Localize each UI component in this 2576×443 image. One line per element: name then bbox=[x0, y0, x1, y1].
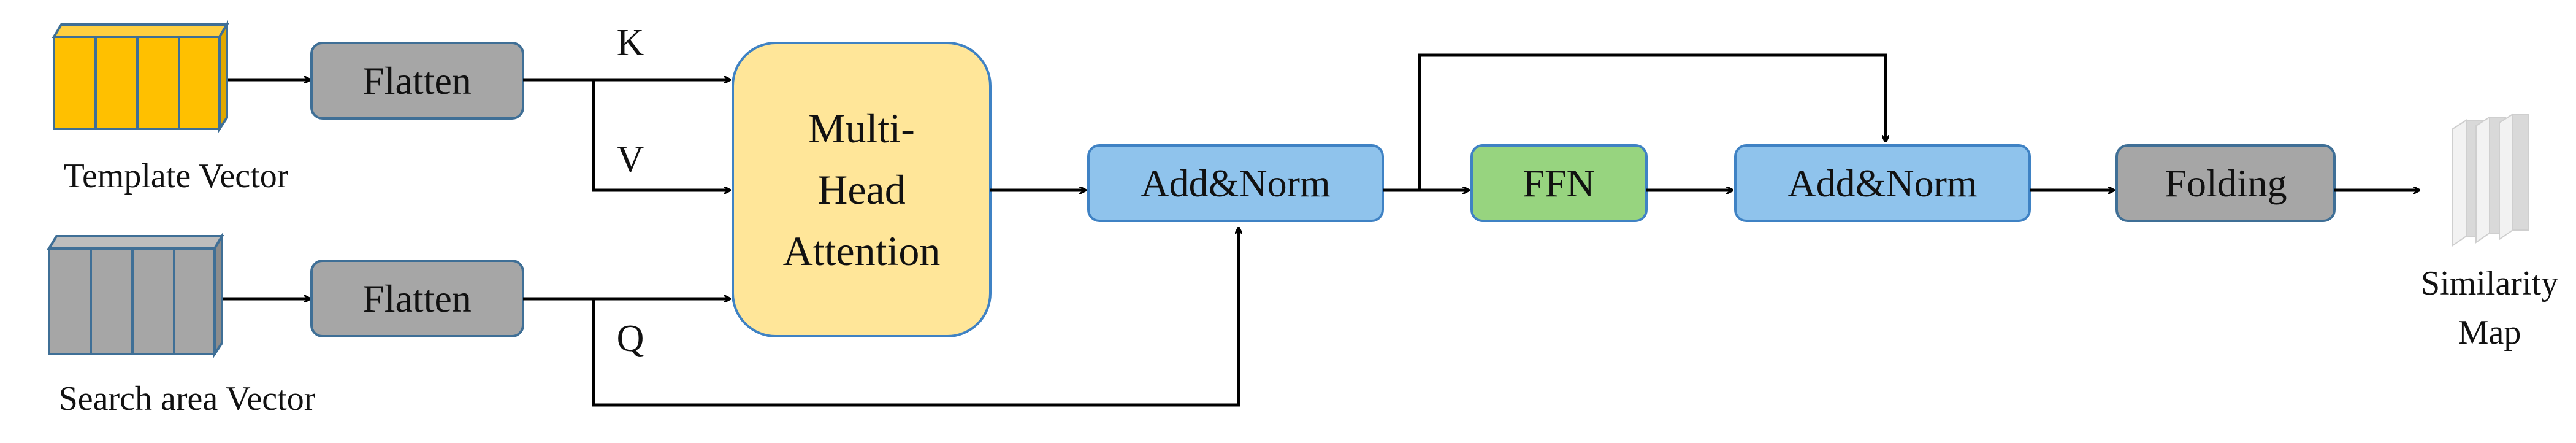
flatten-top-block: Flatten bbox=[310, 42, 524, 120]
addnorm-1-block: Add&Norm bbox=[1087, 144, 1384, 222]
similarity-map-icon bbox=[2452, 113, 2529, 247]
ffn-block: FFN bbox=[1470, 144, 1648, 222]
addnorm-2-block: Add&Norm bbox=[1734, 144, 2031, 222]
similarity-map-caption-line2: Map bbox=[2458, 314, 2521, 352]
arrow-residual-to-addnorm-1 bbox=[592, 228, 1239, 407]
attention-label-line1: Multi- bbox=[808, 105, 915, 152]
similarity-map-caption-line1: Similarity bbox=[2421, 264, 2558, 302]
addnorm-1-label: Add&Norm bbox=[1141, 161, 1330, 205]
folding-label: Folding bbox=[2165, 161, 2287, 205]
edge-label-v: V bbox=[617, 139, 644, 180]
edge-label-q: Q bbox=[617, 318, 644, 360]
multi-head-attention-block: Multi- Head Attention bbox=[732, 42, 992, 337]
folding-block: Folding bbox=[2115, 144, 2336, 222]
flatten-bottom-block: Flatten bbox=[310, 260, 524, 337]
edge-label-k: K bbox=[617, 22, 644, 64]
flatten-top-label: Flatten bbox=[362, 59, 472, 102]
attention-label-line2: Head bbox=[817, 166, 905, 213]
template-vector-icon bbox=[52, 20, 229, 133]
arrow-skip-to-addnorm-2 bbox=[1418, 53, 1886, 190]
flatten-bottom-label: Flatten bbox=[362, 277, 472, 320]
attention-label-line3: Attention bbox=[783, 228, 941, 274]
arrow-v-to-attention bbox=[523, 78, 730, 190]
search-vector-icon bbox=[47, 231, 224, 358]
addnorm-2-label: Add&Norm bbox=[1787, 161, 1977, 205]
template-vector-caption: Template Vector bbox=[64, 157, 289, 195]
ffn-label: FFN bbox=[1523, 161, 1594, 205]
search-vector-caption: Search area Vector bbox=[59, 380, 316, 418]
